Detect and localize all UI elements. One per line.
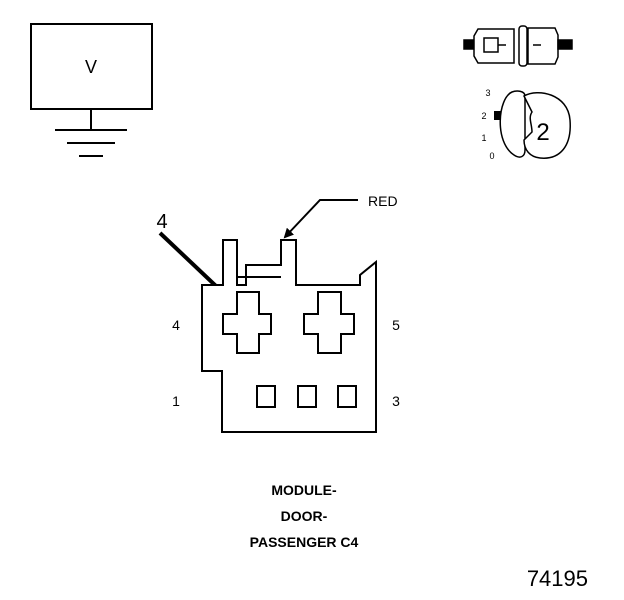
probe-plug-icon <box>463 25 573 67</box>
pin-4-cavity <box>222 291 272 354</box>
connector-outline <box>201 239 377 433</box>
pin-1-cavity <box>256 385 276 408</box>
pin-3-cavity <box>337 385 357 408</box>
voltmeter: V <box>30 23 153 157</box>
figure-number: 74195 <box>527 566 588 591</box>
position-mark-1: 1 <box>481 133 486 143</box>
position-mark-0: 0 <box>489 151 494 161</box>
voltmeter-symbol: V <box>85 57 97 77</box>
pin-2-cavity <box>297 385 317 408</box>
position-indicator <box>494 111 503 120</box>
position-mark-3: 3 <box>485 88 490 98</box>
caption-line-1: MODULE- <box>271 482 337 498</box>
pin-label-3: 3 <box>392 393 400 409</box>
pin-label-4: 4 <box>172 317 180 333</box>
position-selected: 2 <box>536 119 549 146</box>
caption-line-3: PASSENGER C4 <box>250 534 359 550</box>
pin-label-1: 1 <box>172 393 180 409</box>
probe-position-icon: 3 2 1 0 2 <box>481 88 571 161</box>
pin-callout-number: 4 <box>156 211 167 233</box>
position-mark-2: 2 <box>481 111 486 121</box>
pin-label-5: 5 <box>392 317 400 333</box>
ground-icon <box>55 109 127 157</box>
voltmeter-box <box>30 23 153 110</box>
pin-5-cavity <box>303 291 355 354</box>
wire-color-label: RED <box>368 193 398 209</box>
connector-c4 <box>201 239 377 433</box>
caption-line-2: DOOR- <box>281 508 328 524</box>
wire-color-callout: RED <box>283 193 398 239</box>
